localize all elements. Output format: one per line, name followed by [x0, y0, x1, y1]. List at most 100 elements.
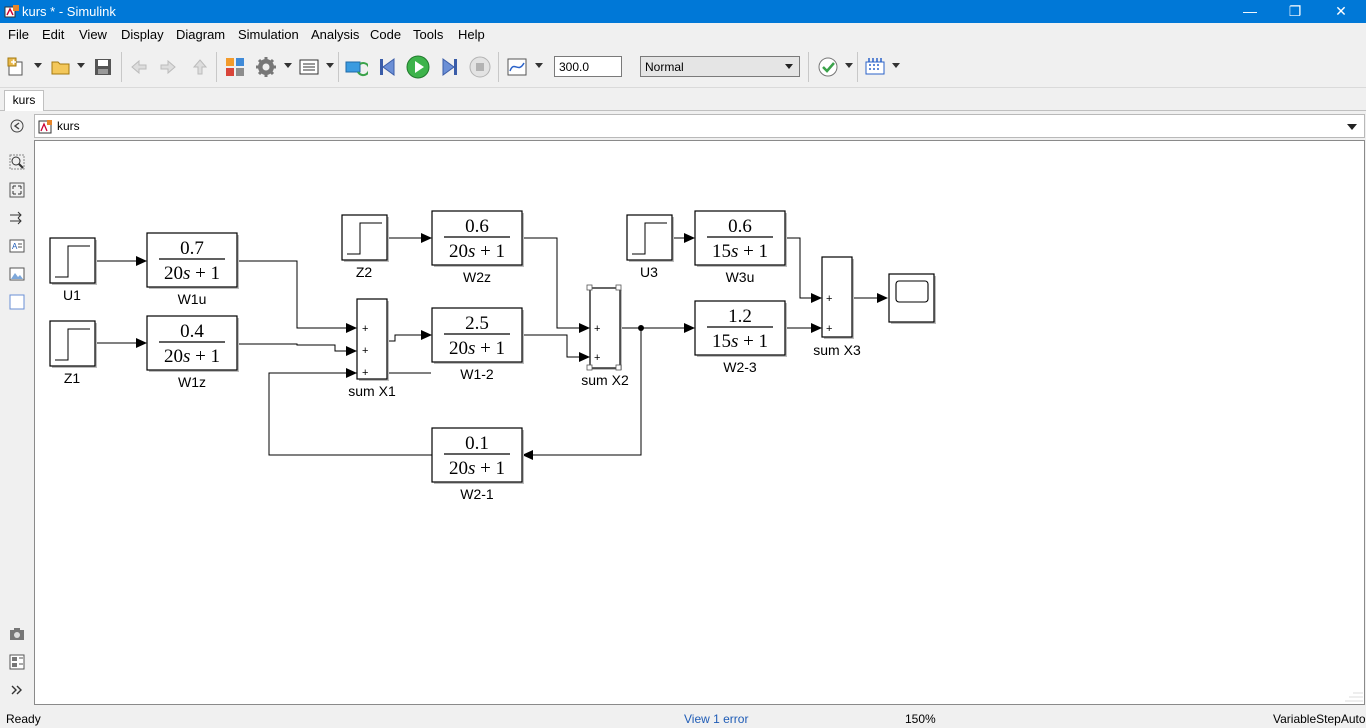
svg-text:+: +: [826, 293, 832, 305]
svg-text:+: +: [594, 323, 600, 335]
scope-block[interactable]: [888, 273, 936, 324]
status-ready: Ready: [6, 712, 41, 726]
model-advisor-check-icon[interactable]: [815, 54, 841, 80]
transfer-fcn-w1u[interactable]: 0.7 20s + 1 W1u: [146, 232, 239, 307]
explorer-address-bar[interactable]: kurs: [34, 114, 1365, 138]
transfer-fcn-w1-2[interactable]: 2.5 20s + 1 W1-2: [431, 307, 524, 382]
block-label-w1z: W1z: [178, 374, 206, 390]
settings-dropdown-icon[interactable]: [284, 63, 292, 68]
screenshot-camera-icon[interactable]: [8, 625, 26, 643]
restore-button[interactable]: ❐: [1288, 3, 1302, 19]
library-browser-icon[interactable]: [222, 54, 248, 80]
title-bar: kurs * - Simulink — ❐ ✕: [0, 0, 1366, 23]
save-icon[interactable]: [90, 54, 116, 80]
menu-simulation[interactable]: Simulation: [238, 27, 299, 42]
open-folder-icon[interactable]: [48, 54, 74, 80]
explorer-dropdown-icon[interactable]: [326, 63, 334, 68]
menu-display[interactable]: Display: [121, 27, 164, 42]
status-zoom: 150%: [905, 712, 936, 726]
block-label-w2-1: W2-1: [460, 486, 494, 502]
w2z-numerator: 0.6: [465, 216, 489, 237]
w1u-denominator: 20s + 1: [164, 263, 220, 284]
new-dropdown-icon[interactable]: [34, 63, 42, 68]
left-palette: A: [0, 111, 34, 708]
block-diagram: U1 Z1 Z2 U3 0.7 20s + 1 W1u 0.4: [49, 210, 1363, 702]
block-label-sum-x3: sum X3: [813, 342, 861, 358]
sum-block-x3[interactable]: + + sum X3: [813, 256, 861, 358]
transfer-fcn-w1z[interactable]: 0.4 20s + 1 W1z: [146, 315, 239, 390]
tab-strip: kurs: [0, 89, 1366, 111]
sum-block-x2[interactable]: + + sum X2: [581, 284, 629, 388]
model-browser-icon[interactable]: [8, 653, 26, 671]
menu-edit[interactable]: Edit: [42, 27, 65, 42]
advisor-dropdown-icon[interactable]: [845, 63, 853, 68]
w2-3-numerator: 1.2: [728, 306, 752, 327]
block-label-w2-3: W2-3: [723, 359, 757, 375]
update-diagram-icon[interactable]: [343, 54, 369, 80]
close-button[interactable]: ✕: [1335, 3, 1347, 19]
back-arrow-icon[interactable]: [126, 54, 152, 80]
menu-tools[interactable]: Tools: [413, 27, 444, 42]
status-error-link[interactable]: View 1 error: [684, 712, 749, 726]
step-forward-icon[interactable]: [436, 54, 462, 80]
transfer-fcn-w2-3[interactable]: 1.2 15s + 1 W2-3: [694, 300, 787, 375]
transfer-fcn-w3u[interactable]: 0.6 15s + 1 W3u: [694, 210, 787, 285]
menu-file[interactable]: File: [8, 27, 29, 42]
zoom-icon[interactable]: [8, 153, 26, 171]
svg-text:+: +: [362, 345, 368, 357]
show-arrows-icon[interactable]: [8, 209, 26, 227]
model-explorer-icon[interactable]: [296, 54, 322, 80]
w1z-denominator: 20s + 1: [164, 346, 220, 367]
build-model-icon[interactable]: [862, 54, 888, 80]
svg-text:+: +: [826, 323, 832, 335]
area-icon[interactable]: [8, 293, 26, 311]
menu-code[interactable]: Code: [370, 27, 402, 42]
model-settings-gear-icon[interactable]: [253, 54, 279, 80]
stop-time-input[interactable]: [554, 56, 622, 77]
svg-text:+: +: [362, 323, 368, 335]
menu-diagram[interactable]: Diagram: [176, 27, 226, 42]
w2-1-numerator: 0.1: [465, 433, 489, 454]
menu-view[interactable]: View: [79, 27, 107, 42]
status-bar: Ready View 1 error 150% VariableStepAuto: [0, 708, 1366, 728]
minimize-button[interactable]: —: [1243, 3, 1257, 19]
stop-icon[interactable]: [467, 54, 493, 80]
step-block-u3[interactable]: U3: [626, 214, 674, 280]
fit-to-view-icon[interactable]: [8, 181, 26, 199]
chevron-down-icon[interactable]: [1347, 124, 1357, 130]
sum-block-x1[interactable]: + + + sum X1: [348, 298, 396, 399]
transfer-fcn-w2-1[interactable]: 0.1 20s + 1 W2-1: [431, 427, 524, 502]
model-canvas[interactable]: U1 Z1 Z2 U3 0.7 20s + 1 W1u 0.4: [34, 140, 1365, 705]
step-back-icon[interactable]: [375, 54, 401, 80]
resize-grip-icon[interactable]: [1345, 692, 1363, 702]
run-play-icon[interactable]: [405, 54, 431, 80]
hide-explorer-bar-icon[interactable]: [8, 117, 26, 135]
step-block-z1[interactable]: Z1: [49, 320, 97, 386]
menu-help[interactable]: Help: [458, 27, 485, 42]
transfer-fcn-w2z[interactable]: 0.6 20s + 1 W2z: [431, 210, 524, 285]
expand-palette-icon[interactable]: [8, 681, 26, 699]
tab-kurs[interactable]: kurs: [4, 90, 44, 111]
up-arrow-icon[interactable]: [187, 54, 213, 80]
image-icon[interactable]: [8, 265, 26, 283]
svg-text:A: A: [12, 242, 18, 251]
w2-1-denominator: 20s + 1: [449, 458, 505, 479]
w1z-numerator: 0.4: [180, 321, 204, 342]
step-block-z2[interactable]: Z2: [341, 214, 389, 280]
w1-2-numerator: 2.5: [465, 313, 489, 334]
new-model-icon[interactable]: [4, 54, 30, 80]
simulation-mode-select[interactable]: Normal: [640, 56, 800, 77]
svg-text:+: +: [594, 352, 600, 364]
annotation-icon[interactable]: A: [8, 237, 26, 255]
simulation-data-inspector-icon[interactable]: [504, 54, 530, 80]
forward-arrow-icon[interactable]: [155, 54, 181, 80]
menu-analysis[interactable]: Analysis: [311, 27, 360, 42]
open-dropdown-icon[interactable]: [77, 63, 85, 68]
block-label-z2: Z2: [356, 264, 373, 280]
step-block-u1[interactable]: U1: [49, 237, 97, 303]
block-label-u1: U1: [63, 287, 81, 303]
inspector-dropdown-icon[interactable]: [535, 63, 543, 68]
svg-text:+: +: [362, 367, 368, 379]
status-solver[interactable]: VariableStepAuto: [1273, 712, 1366, 726]
build-dropdown-icon[interactable]: [892, 63, 900, 68]
